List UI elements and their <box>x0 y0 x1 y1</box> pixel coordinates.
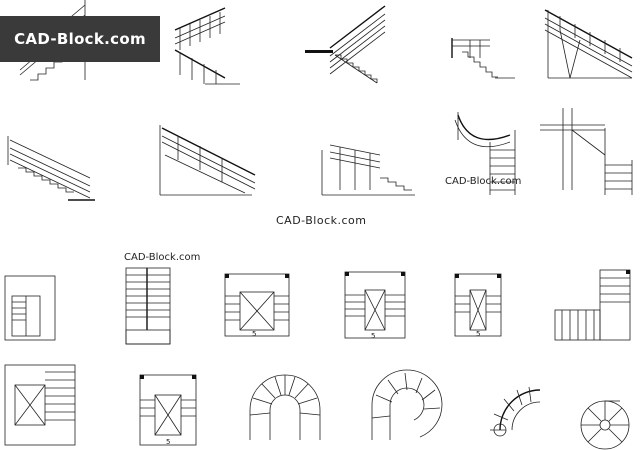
spiral-stair-plan-1 <box>371 369 443 440</box>
watermark-small: CAD-Block.com <box>124 252 201 263</box>
stair-plan-5 <box>454 273 502 337</box>
spiral-stair-plan-2 <box>490 386 541 437</box>
plan-mark-2: 5 <box>371 332 376 340</box>
stair-elevation-6 <box>7 136 95 201</box>
stair-plan-3 <box>224 273 290 337</box>
stair-plan-4 <box>344 271 406 339</box>
stair-elevation-7 <box>159 125 256 196</box>
curved-stair-elevation <box>454 112 516 195</box>
watermark-center: CAD-Block.com <box>276 214 367 227</box>
plan-mark-3: 5 <box>476 330 481 338</box>
watermark-mid: CAD-Block.com <box>445 176 522 187</box>
stair-elevation-2 <box>174 7 240 85</box>
logo-text: CAD-Block.com <box>14 30 146 48</box>
stair-elevation-4 <box>451 38 515 79</box>
stair-elevation-5 <box>544 9 633 79</box>
stair-plan-7 <box>139 374 197 446</box>
stair-elevation-8 <box>321 144 415 196</box>
stair-plan-1 <box>4 275 56 341</box>
l-shaped-stair-plan <box>554 269 631 341</box>
cad-block-logo-badge: CAD-Block.com <box>0 16 160 62</box>
spiral-stair-plan-3 <box>580 400 630 450</box>
plan-mark-1: 5 <box>252 330 257 338</box>
plan-mark-4: 5 <box>166 438 171 446</box>
stair-elevation-3 <box>305 5 386 84</box>
stair-plan-6 <box>4 364 76 446</box>
semicircular-stair-plan <box>249 374 321 440</box>
straight-stair-section <box>540 108 633 195</box>
stair-plan-2 <box>125 267 171 345</box>
